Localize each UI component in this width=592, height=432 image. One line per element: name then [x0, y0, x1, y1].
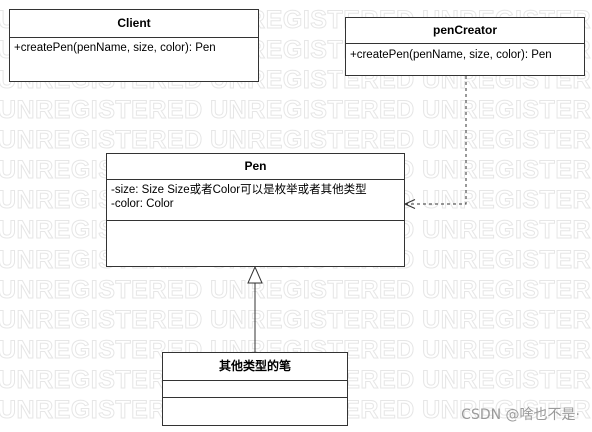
class-name: penCreator	[346, 18, 584, 44]
operation: +createPen(penName, size, color): Pen	[350, 49, 552, 61]
attribute: -size: Size Size或者Color可以是枚举或者其他类型	[111, 184, 367, 196]
operations-section	[107, 220, 404, 266]
attributes-section: -size: Size Size或者Color可以是枚举或者其他类型 -colo…	[107, 180, 404, 220]
class-name: 其他类型的笔	[163, 353, 347, 381]
class-name: Client	[10, 10, 258, 38]
other-pen-class[interactable]: 其他类型的笔	[162, 352, 348, 426]
pen-class[interactable]: Pen -size: Size Size或者Color可以是枚举或者其他类型 -…	[106, 153, 405, 267]
pen-creator-class[interactable]: penCreator +createPen(penName, size, col…	[345, 17, 585, 76]
operations-section: +createPen(penName, size, color): Pen	[10, 38, 258, 82]
operations-section: +createPen(penName, size, color): Pen	[346, 44, 584, 76]
attribute: -color: Color	[111, 198, 174, 210]
generalization-arrowhead	[247, 265, 263, 284]
operation: +createPen(penName, size, color): Pen	[14, 42, 216, 54]
client-class[interactable]: Client +createPen(penName, size, color):…	[9, 9, 259, 82]
class-name: Pen	[107, 154, 404, 180]
dependency-connector	[405, 76, 467, 204]
credit-watermark: CSDN @啥也不是·	[461, 407, 580, 423]
operations-section	[163, 397, 347, 425]
attributes-section	[163, 381, 347, 397]
